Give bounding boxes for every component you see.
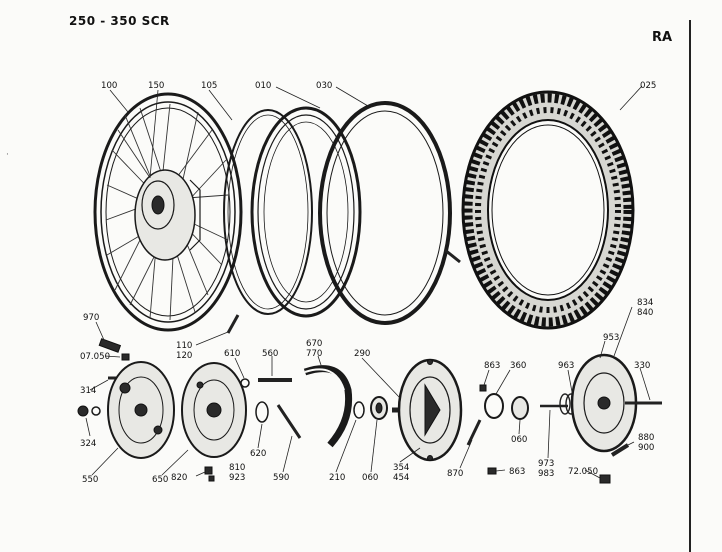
callout-354: 354 (393, 463, 409, 473)
callout-970: 970 (83, 313, 99, 323)
callout-590: 590 (273, 473, 289, 483)
leader-lines (85, 85, 651, 479)
margin-rule (689, 20, 691, 552)
callout-650: 650 (152, 475, 168, 485)
model-title: 250 - 350 SCR (69, 14, 170, 28)
part-670-shape (303, 365, 353, 448)
callout-550: 550 (82, 475, 98, 485)
part-07050-shape (121, 353, 130, 361)
callout-330: 330 (634, 361, 650, 371)
part-870-shape (466, 419, 482, 446)
part-72050-shape (599, 474, 611, 484)
callout-963: 963 (558, 361, 574, 371)
part-550-shape (107, 361, 175, 459)
callout-870: 870 (447, 469, 463, 479)
callout-060a: 060 (362, 473, 378, 483)
part-970-shape (98, 338, 122, 353)
callout-105: 105 (201, 81, 217, 91)
callout-07050: 07.050 (80, 352, 110, 362)
callout-290: 290 (354, 349, 370, 359)
callout-324: 324 (80, 439, 96, 449)
tyre (461, 90, 635, 330)
part-880-shape (610, 443, 630, 457)
callout-314: 314 (80, 386, 96, 396)
callout-880: 880 (638, 433, 654, 443)
callout-100: 100 (101, 81, 117, 91)
part-953-shape (570, 353, 638, 453)
part-610-shape (240, 378, 250, 388)
callout-210: 210 (329, 473, 345, 483)
callout-620: 620 (250, 449, 266, 459)
callout-120: 120 (176, 351, 192, 361)
callout-863a: 863 (484, 361, 500, 371)
rim (250, 106, 362, 318)
rim-band (223, 109, 313, 315)
part-360-shape (484, 393, 504, 419)
callout-863b: 863 (509, 467, 525, 477)
callout-72050: 72.050 (568, 467, 598, 477)
callout-973: 973 (538, 459, 554, 469)
part-354-shape (392, 358, 463, 462)
callout-560: 560 (262, 349, 278, 359)
callout-810: 810 (229, 463, 245, 473)
margin-mark: · (6, 150, 9, 160)
part-620-shape (255, 401, 269, 423)
callout-010: 010 (255, 81, 271, 91)
part-650-shape (181, 362, 247, 458)
callout-060b: 060 (511, 435, 527, 445)
callout-610: 610 (224, 349, 240, 359)
callout-900: 900 (638, 443, 654, 453)
callout-840: 840 (637, 308, 653, 318)
callout-923: 923 (229, 473, 245, 483)
callout-770: 770 (306, 349, 322, 359)
callout-110: 110 (176, 341, 192, 351)
callout-670: 670 (306, 339, 322, 349)
callout-360: 360 (510, 361, 526, 371)
wheel-assembly (93, 92, 243, 332)
callout-454: 454 (393, 473, 409, 483)
callout-983: 983 (538, 469, 554, 479)
part-863a-shape (479, 384, 487, 392)
page-code: RA (652, 30, 673, 45)
part-810-shape (204, 466, 213, 475)
part-863b-shape (487, 467, 497, 475)
callout-820: 820 (171, 473, 187, 483)
callout-030: 030 (316, 81, 332, 91)
callout-834: 834 (637, 298, 653, 308)
callout-150: 150 (148, 81, 164, 91)
callout-labels: 100 150 105 010 030 025 970 07.050 110 1… (80, 81, 656, 485)
part-210-shape (353, 401, 365, 419)
part-110-shape (226, 314, 240, 334)
part-590-shape (276, 404, 302, 439)
inner-tube (318, 101, 461, 325)
part-324-shape (77, 405, 89, 417)
callout-953: 953 (603, 333, 619, 343)
part-060b-shape (511, 396, 529, 420)
callout-025: 025 (640, 81, 656, 91)
